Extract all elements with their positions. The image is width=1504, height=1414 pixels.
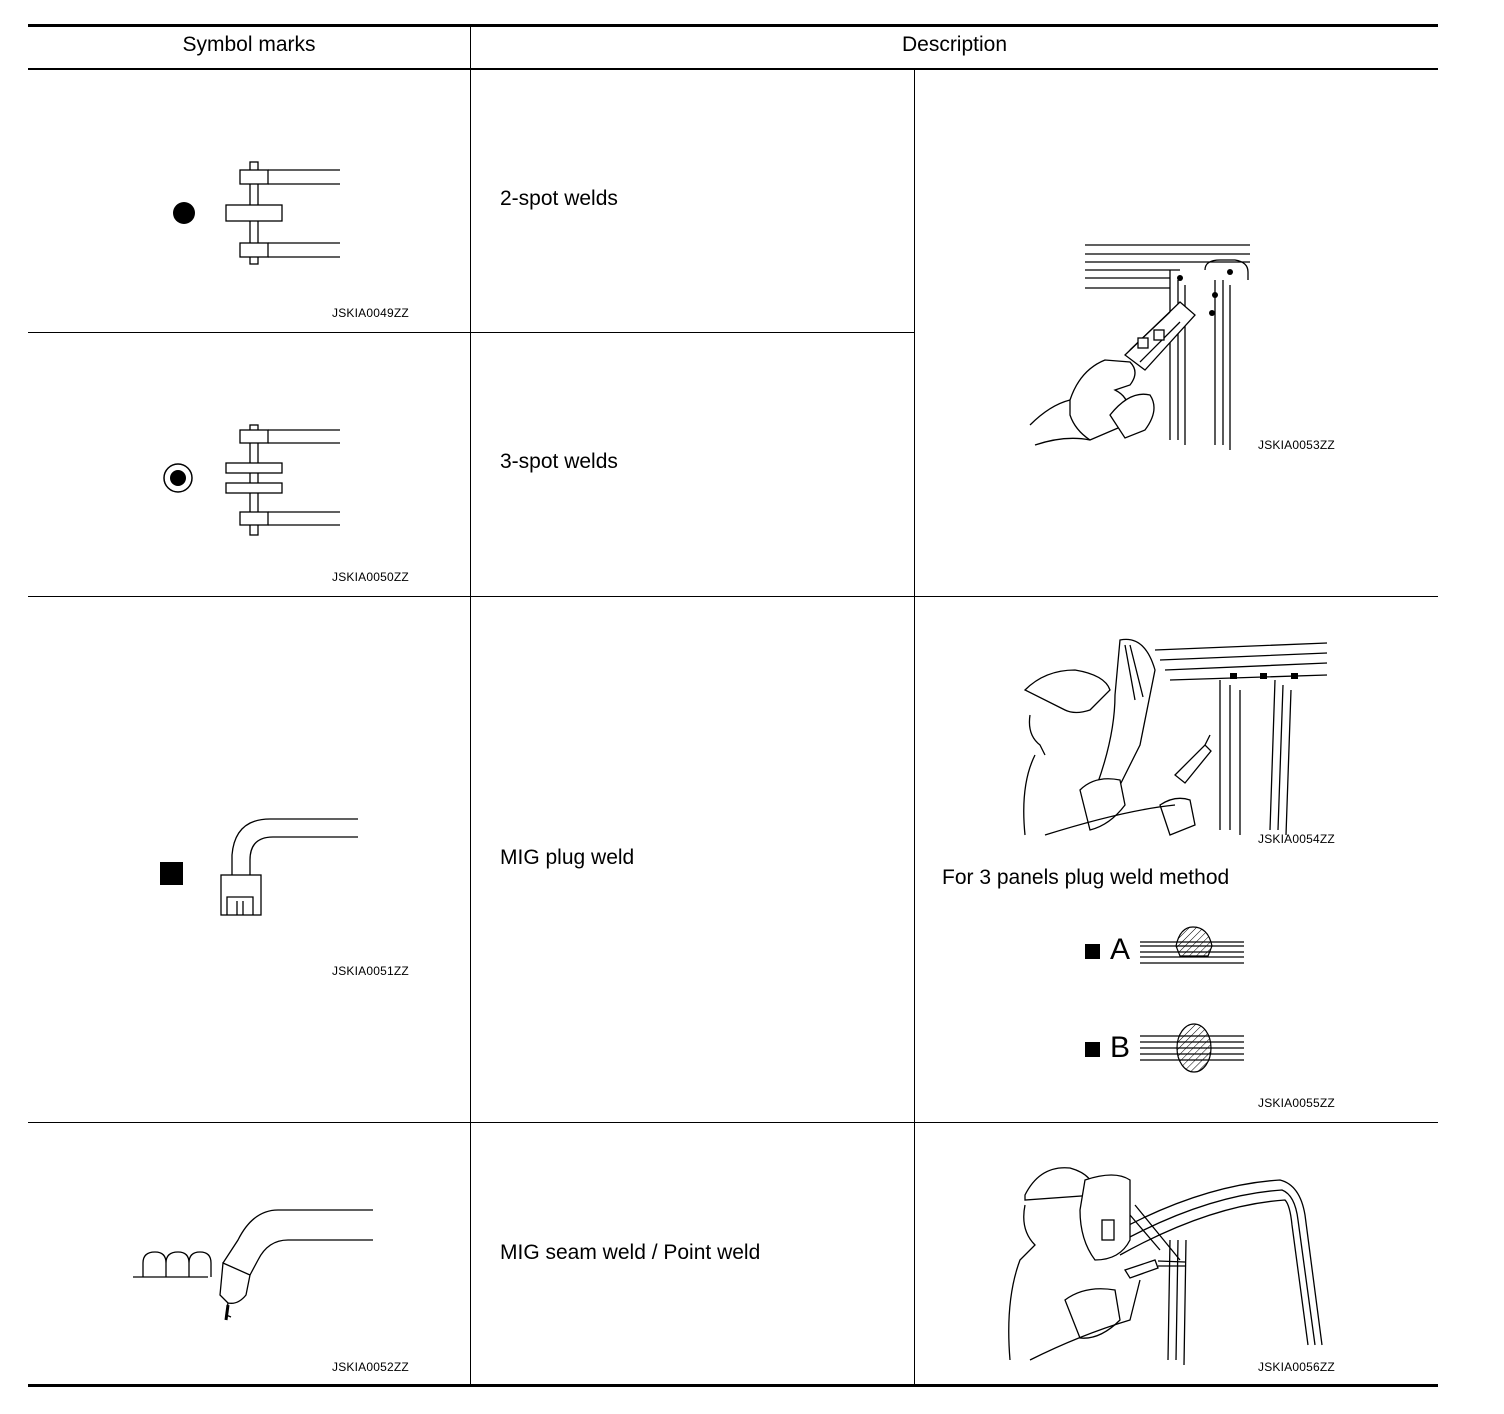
method-a-weld-diagram (1140, 926, 1244, 964)
method-b-label: B (1110, 1031, 1131, 1064)
table-bottom-border (28, 1384, 1438, 1387)
figure-code: JSKIA0056ZZ (1258, 1360, 1335, 1374)
row-divider (28, 596, 1438, 597)
description-text: 3-spot welds (500, 450, 618, 473)
row-divider (28, 332, 914, 333)
column-divider (470, 26, 471, 1386)
column-divider (914, 69, 915, 1385)
table-top-border (28, 24, 1438, 27)
mig-seam-weld-symbol (133, 1209, 373, 1321)
figure-code: JSKIA0052ZZ (332, 1360, 409, 1374)
row-divider (28, 1122, 1438, 1123)
mig-seam-welder-illustration (1008, 1167, 1323, 1366)
solid-square-icon (160, 862, 183, 885)
description-text: MIG seam weld / Point weld (500, 1241, 761, 1264)
header-bottom-border (28, 68, 1438, 70)
figure-code: JSKIA0053ZZ (1258, 438, 1335, 452)
figure-code: JSKIA0055ZZ (1258, 1096, 1335, 1110)
three-spot-weld-symbol (163, 424, 340, 536)
spot-welder-illustration (1029, 244, 1250, 450)
solid-square-icon (1085, 944, 1100, 959)
figure-code: JSKIA0054ZZ (1258, 832, 1335, 846)
mig-plug-welder-illustration (1023, 638, 1328, 836)
mig-plug-weld-symbol (160, 818, 358, 916)
two-spot-weld-symbol (173, 161, 340, 265)
method-a-label: A (1110, 933, 1131, 966)
solid-square-icon (1085, 1042, 1100, 1057)
header-description: Description (901, 33, 1008, 56)
figure-code: JSKIA0049ZZ (332, 306, 409, 320)
solid-dot-icon (173, 202, 195, 224)
seam-arcs-icon (133, 1251, 212, 1278)
figure-code: JSKIA0051ZZ (332, 964, 409, 978)
method-b-weld-diagram (1140, 1023, 1244, 1073)
description-text: 2-spot welds (500, 187, 618, 210)
plug-weld-method-caption: For 3 panels plug weld method (942, 866, 1230, 889)
header-symbol-marks: Symbol marks (182, 33, 316, 56)
figure-code: JSKIA0050ZZ (332, 570, 409, 584)
description-text: MIG plug weld (500, 846, 635, 869)
